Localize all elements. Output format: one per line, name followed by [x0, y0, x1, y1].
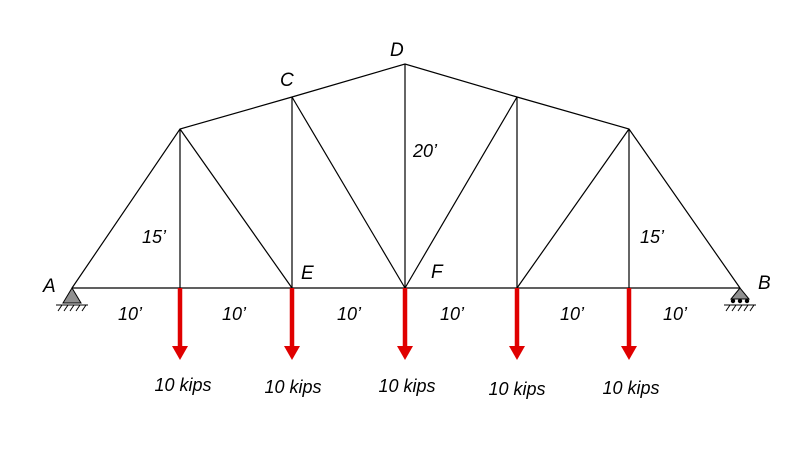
load-arrow-5 [621, 288, 637, 360]
load-label-2: 10 kips [264, 377, 321, 397]
top-chord [71, 63, 741, 289]
diagonal-member-ce [291, 96, 406, 289]
load-arrow-2 [284, 288, 300, 360]
pin-support-a [56, 287, 88, 312]
height-label-right: 15’ [640, 227, 665, 247]
node-label-d: D [390, 40, 404, 61]
diagonal-member-1 [179, 128, 293, 289]
node-label-b: B [758, 273, 771, 294]
load-arrow-1 [172, 288, 188, 360]
node-label-a: A [42, 276, 56, 297]
diagonal-member-df [404, 96, 518, 289]
panel-length-4: 10’ [440, 304, 465, 324]
node-label-e: E [301, 263, 314, 284]
load-label-4: 10 kips [488, 379, 545, 399]
node-label-f: F [431, 262, 444, 283]
panel-length-5: 10’ [560, 304, 585, 324]
load-arrow-3 [397, 288, 413, 360]
roller-support-b [724, 287, 756, 312]
load-arrow-4 [509, 288, 525, 360]
node-label-c: C [280, 70, 294, 91]
diagonal-member-4 [516, 128, 630, 289]
panel-length-1: 10’ [118, 304, 143, 324]
panel-length-3: 10’ [337, 304, 362, 324]
height-label-left: 15’ [142, 227, 167, 247]
load-label-1: 10 kips [154, 375, 211, 395]
panel-length-6: 10’ [663, 304, 688, 324]
load-label-5: 10 kips [602, 378, 659, 398]
panel-length-2: 10’ [222, 304, 247, 324]
load-label-3: 10 kips [378, 376, 435, 396]
height-label-center: 20’ [412, 141, 438, 161]
